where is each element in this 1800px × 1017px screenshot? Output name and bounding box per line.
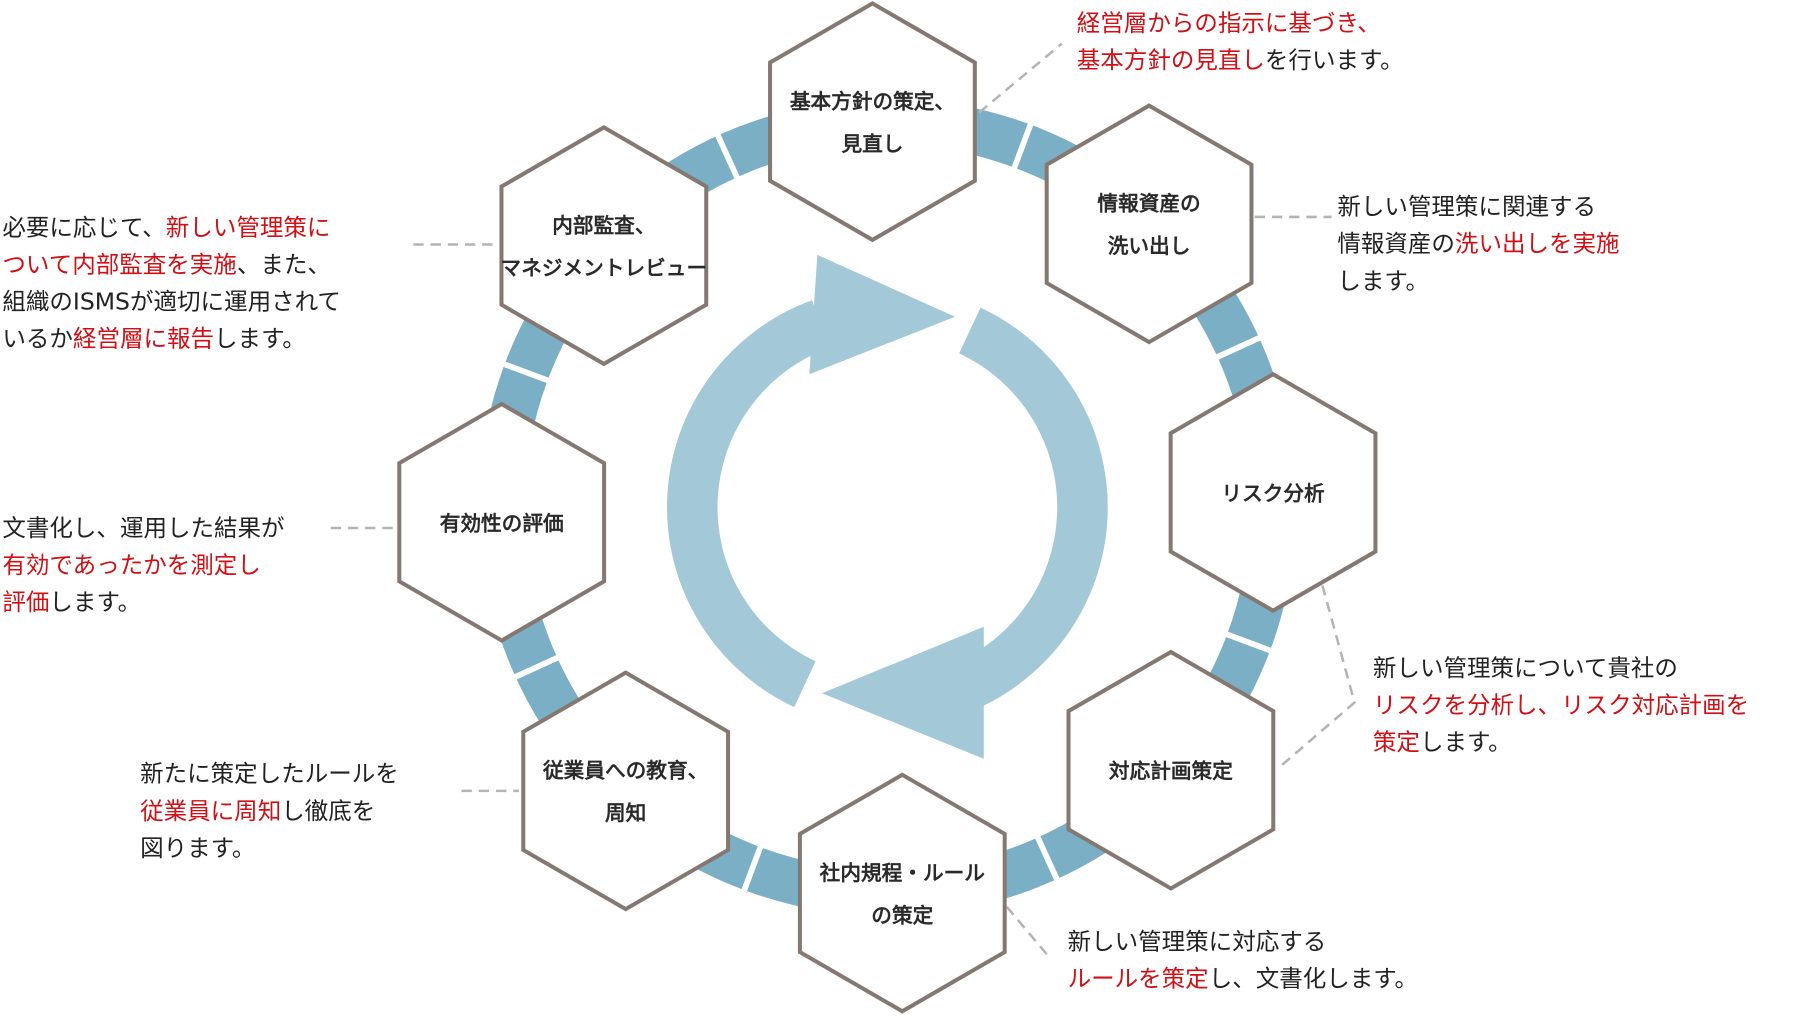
description-text: 必要に応じて、 xyxy=(2,213,165,241)
leader-line xyxy=(1005,905,1052,960)
description-risk: 新しい管理策について貴社のリスクを分析し、リスク対応計画を策定します。 xyxy=(1373,654,1749,756)
hexagon-shape xyxy=(1066,649,1276,891)
step-label: 洗い出し xyxy=(1108,234,1191,258)
description-asset: 新しい管理策に関連する情報資産の洗い出しを実施します。 xyxy=(1337,193,1619,295)
step-effectiveness: 有効性の評価 xyxy=(397,401,607,643)
description-effectiveness: 文書化し、運用した結果が有効であったかを測定し評価します。 xyxy=(2,514,284,616)
ring-separator xyxy=(713,130,742,183)
ring-separator xyxy=(499,359,553,385)
description-text: します。 xyxy=(1420,728,1512,756)
step-label: 周知 xyxy=(605,801,646,825)
description-text: 評価 xyxy=(2,588,49,616)
hexagon-shape xyxy=(521,670,731,912)
description-text: リスクを分析し、リスク対応計画を xyxy=(1373,691,1749,719)
ring-separator xyxy=(510,653,563,682)
description-text: します。 xyxy=(1337,267,1429,295)
description-text: 基本方針の見直し xyxy=(1077,46,1265,74)
step-label: 対応計画策定 xyxy=(1109,759,1233,783)
arrow-arc-right xyxy=(945,307,1108,715)
description-text: ルールを策定 xyxy=(1068,964,1209,992)
ring-separator xyxy=(1033,832,1062,885)
hexagon-shape xyxy=(797,772,1007,1014)
step-descriptions: 経営層からの指示に基づき、基本方針の見直しを行います。新しい管理策に関連する情報… xyxy=(2,9,1749,992)
description-text: いるか xyxy=(2,325,73,353)
hexagon-shape xyxy=(1044,103,1254,345)
description-text: 有効であったかを測定し xyxy=(2,551,260,579)
step-label: 有効性の評価 xyxy=(440,511,564,535)
step-asset: 情報資産の洗い出し xyxy=(1044,103,1254,345)
description-text: 洗い出しを実施 xyxy=(1455,230,1620,258)
description-text: 図ります。 xyxy=(140,834,255,862)
step-label: 社内規程・ルール xyxy=(819,861,986,885)
description-text: ついて内部監査を実施 xyxy=(2,250,236,278)
center-cycle-arrows xyxy=(667,254,1108,759)
hexagon-shape xyxy=(768,1,977,243)
description-text: 組織のISMSが適切に運用されて xyxy=(2,287,341,315)
step-audit: 内部監査、マネジメントレビュー xyxy=(499,125,709,367)
step-risk: リスク分析 xyxy=(1168,371,1378,613)
description-text: 新しい管理策に対応する xyxy=(1068,927,1327,955)
description-audit: 必要に応じて、新しい管理策について内部監査を実施、また、組織のISMSが適切に運… xyxy=(2,213,341,352)
step-label: 従業員への教育、 xyxy=(542,759,708,783)
hexagon-shape xyxy=(1168,371,1378,613)
step-label: の策定 xyxy=(871,903,933,927)
leader-line xyxy=(978,42,1063,114)
ring-separator xyxy=(1010,119,1035,173)
step-label: 内部監査、 xyxy=(552,213,655,237)
description-text: 新たに策定したルールを xyxy=(140,760,399,788)
hexagon-shape xyxy=(499,125,709,367)
leader-line xyxy=(1279,585,1356,768)
description-text: 従業員に周知 xyxy=(140,797,281,825)
step-label: 情報資産の xyxy=(1097,192,1200,216)
hexagon-shape xyxy=(397,401,607,643)
description-text: 経営層からの指示に基づき、 xyxy=(1077,9,1381,37)
step-label: リスク分析 xyxy=(1221,481,1325,505)
step-hexagons: 基本方針の策定、見直し情報資産の洗い出しリスク分析対応計画策定社内規程・ルールの… xyxy=(397,1,1378,1014)
description-text: します。 xyxy=(214,325,306,353)
arrowhead-right xyxy=(809,254,956,375)
description-text: 新しい管理策に xyxy=(166,213,331,241)
leader-lines xyxy=(330,42,1356,960)
description-text: 、また、 xyxy=(237,250,331,278)
description-text: 新しい管理策について貴社の xyxy=(1373,654,1678,682)
arrowhead-left xyxy=(821,626,984,759)
description-text: します。 xyxy=(49,588,141,616)
step-education: 従業員への教育、周知 xyxy=(521,670,731,912)
description-text: 策定 xyxy=(1373,728,1420,756)
step-policy: 基本方針の策定、見直し xyxy=(768,1,977,243)
step-label: 見直し xyxy=(841,132,903,156)
description-policy: 経営層からの指示に基づき、基本方針の見直しを行います。 xyxy=(1077,9,1404,74)
ring-separator xyxy=(1221,630,1276,655)
description-education: 新たに策定したルールを従業員に周知し徹底を図ります。 xyxy=(140,760,399,862)
description-text: を行います。 xyxy=(1265,46,1404,74)
arrow-arc-left xyxy=(667,300,830,708)
description-text: 新しい管理策に関連する xyxy=(1337,193,1596,221)
description-text: し徹底を xyxy=(281,797,375,825)
description-text: 文書化し、運用した結果が xyxy=(2,514,284,542)
step-label: マネジメントレビュー xyxy=(501,256,708,280)
description-text: 情報資産の xyxy=(1337,230,1455,258)
description-rules: 新しい管理策に対応するルールを策定し、文書化します。 xyxy=(1068,927,1418,992)
description-text: 経営層に報告 xyxy=(73,325,214,353)
description-text: し、文書化します。 xyxy=(1209,964,1418,992)
ring-separator xyxy=(739,841,765,896)
step-label: 基本方針の策定、 xyxy=(790,89,955,113)
step-plan: 対応計画策定 xyxy=(1066,649,1276,891)
ring-separator xyxy=(1212,333,1265,362)
